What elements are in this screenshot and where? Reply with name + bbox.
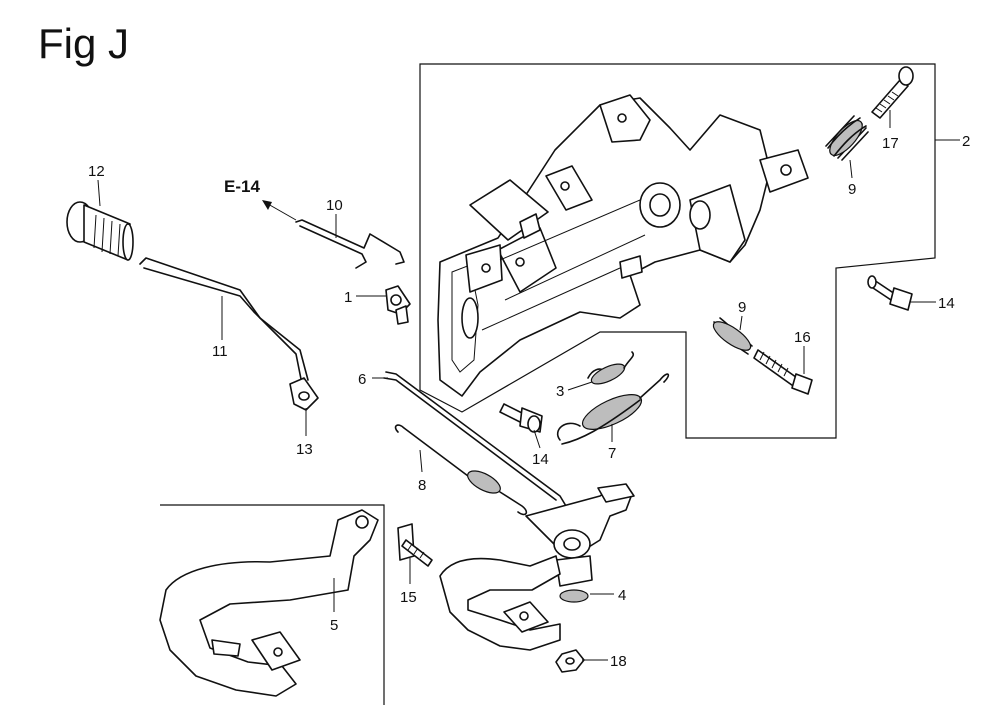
control-bracket-part-2 (437, 94, 809, 397)
nut-part-18 (555, 649, 585, 673)
reference-arrow-e14 (262, 200, 297, 221)
callout-18: 18 (610, 653, 627, 670)
spring-part-7 (556, 373, 670, 445)
callout-9-upper: 9 (848, 181, 856, 198)
spring-part-9-upper (825, 115, 869, 161)
control-lever-part-4 (525, 483, 635, 603)
callout-14-middle: 14 (532, 451, 549, 468)
callout-5: 5 (330, 617, 338, 634)
reference-label-e14: E-14 (224, 177, 260, 196)
inset-frame-5 (160, 504, 385, 705)
callout-13: 13 (296, 441, 313, 458)
callout-2: 2 (962, 133, 970, 150)
bolt-part-17 (871, 66, 914, 119)
figure-title: Fig J (38, 20, 129, 67)
link-rod-part-6 (383, 371, 567, 507)
spring-part-9-lower (712, 317, 753, 355)
rod-part-10 (295, 219, 405, 269)
rod-part-11 (139, 257, 309, 385)
bolt-part-16 (753, 349, 813, 395)
callout-6: 6 (358, 371, 366, 388)
callout-numbers: 1 2 3 4 5 6 7 8 9 9 10 11 12 13 14 14 15… (88, 133, 970, 670)
callout-4: 4 (618, 587, 626, 604)
flange-bolt-part-14-right (867, 275, 913, 311)
choke-lever-part-5 (159, 509, 379, 697)
callout-17: 17 (882, 135, 899, 152)
callout-14-right: 14 (938, 295, 955, 312)
callout-8: 8 (418, 477, 426, 494)
callout-10: 10 (326, 197, 343, 214)
callout-1: 1 (344, 289, 352, 306)
callout-12: 12 (88, 163, 105, 180)
callout-16: 16 (794, 329, 811, 346)
callout-11: 11 (212, 343, 228, 360)
spring-part-3 (587, 351, 635, 385)
knob-part-12 (66, 201, 134, 261)
flange-bolt-part-14-middle (499, 403, 543, 433)
governor-lever-bracket (439, 555, 561, 651)
callout-7: 7 (608, 445, 616, 462)
screw-part-15 (397, 523, 433, 567)
callout-leaders (97, 110, 936, 661)
clip-part-13 (289, 377, 319, 411)
spring-rod-part-8 (394, 424, 528, 516)
callout-3: 3 (556, 383, 564, 400)
callout-15: 15 (400, 589, 417, 606)
callout-9-lower: 9 (738, 299, 746, 316)
assembly-frame-2 (419, 63, 936, 439)
clip-part-1 (385, 285, 411, 325)
